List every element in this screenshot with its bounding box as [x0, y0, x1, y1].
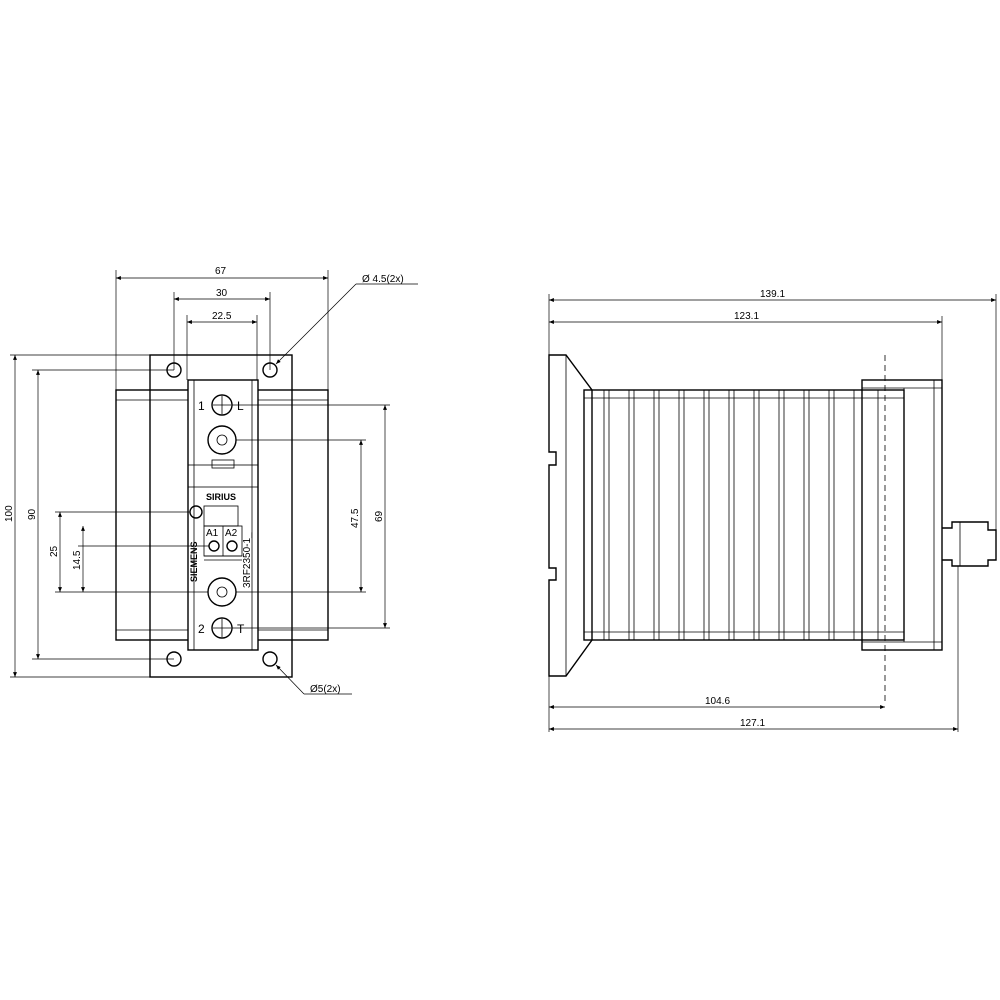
dim-123-1: 123.1 [734, 311, 759, 322]
dim-139-1: 139.1 [760, 289, 785, 300]
dim-67: 67 [215, 266, 227, 277]
mount-hole-bottom-right [262, 651, 278, 667]
callout-hole-top: Ø 4.5(2x) [362, 274, 404, 285]
front-view: 1 L SIRIUS A1 A2 SIEMENS 3RF2350-1_ 2 T [4, 266, 418, 695]
dim-127-1: 127.1 [740, 718, 765, 729]
a2-screw [226, 540, 238, 552]
dim-30: 30 [216, 288, 228, 299]
terminal-1-number: 1 [198, 399, 205, 413]
terminal-a1-label: A1 [206, 528, 219, 539]
brand-label: SIEMENS [189, 541, 199, 582]
relay-housing [187, 379, 259, 651]
dim-14-5: 14.5 [72, 550, 83, 570]
model-label: 3RF2350-1_ [242, 532, 253, 588]
dim-25: 25 [49, 545, 60, 557]
terminal-1-label: L [237, 399, 244, 413]
dim-104-6: 104.6 [705, 696, 730, 707]
terminal-2-label: T [237, 622, 245, 636]
front-connector [942, 521, 997, 567]
dim-100: 100 [4, 505, 15, 522]
series-label: SIRIUS [206, 492, 236, 502]
relay-module-side [861, 379, 943, 651]
terminal-a2-label: A2 [225, 528, 238, 539]
terminal-2-number: 2 [198, 622, 205, 636]
callout-hole-bottom: Ø5(2x) [310, 684, 341, 695]
heatsink-side [583, 389, 905, 641]
din-rail-clip [548, 354, 593, 677]
dim-22-5: 22.5 [212, 311, 232, 322]
side-view: 139.1 123.1 104.6 127.1 [548, 289, 997, 732]
dim-47-5: 47.5 [350, 508, 361, 528]
dim-69: 69 [374, 510, 385, 522]
dim-90: 90 [27, 508, 38, 520]
heatsink-fins [603, 390, 879, 640]
